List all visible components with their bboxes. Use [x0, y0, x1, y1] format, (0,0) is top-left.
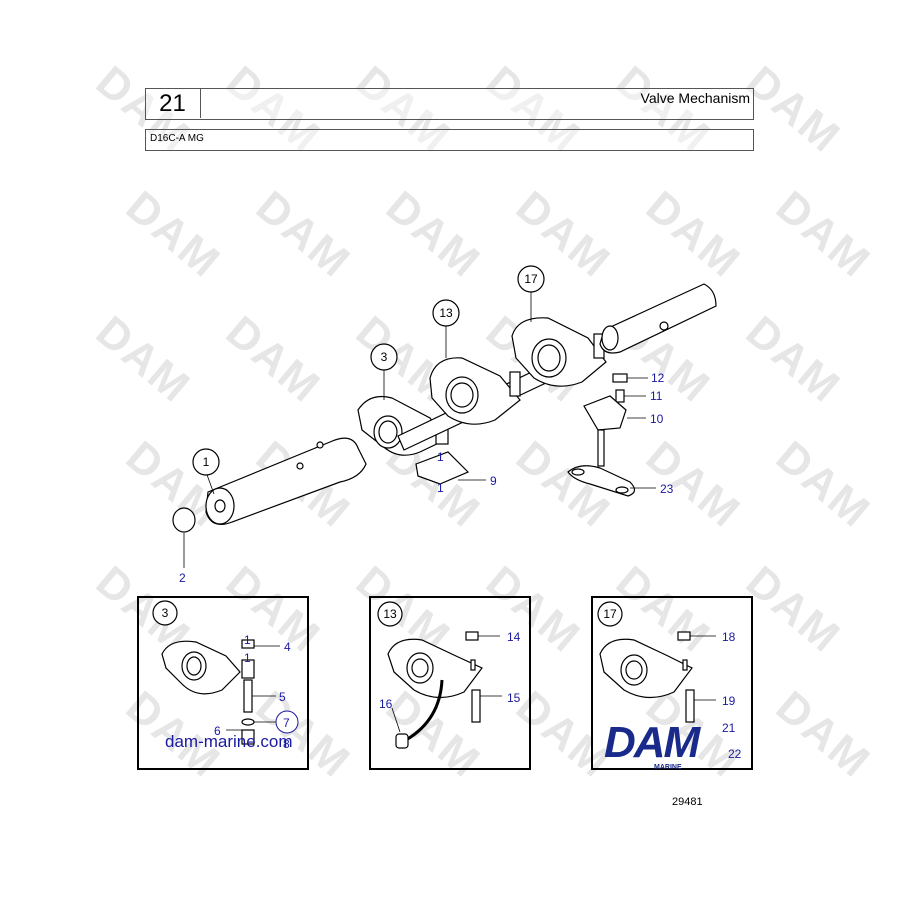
spacer-part-9 — [415, 451, 470, 485]
callout-1: 1 — [203, 455, 210, 469]
header-box — [145, 88, 754, 120]
callout-13: 13 — [439, 306, 453, 320]
rocker-shaft-left — [205, 437, 367, 525]
callout-4: 4 — [284, 640, 291, 654]
callout-14: 14 — [507, 630, 521, 644]
callout-9-ref-a: 1 — [437, 450, 444, 464]
callout-15: 15 — [507, 691, 521, 705]
logo-sub-text: MARINE — [654, 764, 682, 771]
detail-panel-17: 17 18 19 21 22 — [591, 596, 753, 770]
drawing-number: 29481 — [672, 796, 703, 808]
callout-circle-3 — [370, 343, 398, 371]
bracket-assembly — [583, 373, 628, 467]
callout-1-detail-b: 1 — [244, 651, 251, 665]
rocker-arm-17 — [511, 317, 607, 387]
callout-19: 19 — [722, 694, 736, 708]
callout-10: 10 — [650, 412, 664, 426]
callout-9: 9 — [490, 474, 497, 488]
callout-16: 16 — [379, 697, 393, 711]
callout-3: 3 — [381, 350, 388, 364]
model-code: D16C-A MG — [150, 133, 204, 144]
detail-panel-3: 3 7 4 5 6 8 1 1 — [137, 596, 309, 770]
callout-2: 2 — [179, 571, 186, 585]
callout-18: 18 — [722, 630, 736, 644]
callout-1-detail-a: 1 — [244, 633, 251, 647]
model-box — [145, 129, 754, 151]
callout-9-ref-b: 1 — [437, 481, 444, 495]
dam-marine-logo: DAM MARINE — [604, 718, 740, 776]
rocker-arm-13 — [429, 357, 521, 425]
callout-23: 23 — [660, 482, 674, 496]
section-title: Valve Mechanism — [640, 90, 750, 106]
callout-circle-13 — [432, 299, 460, 327]
callout-circle-17 — [517, 265, 545, 293]
callout-12: 12 — [651, 371, 665, 385]
callout-7: 7 — [283, 716, 290, 730]
callout-circle-1 — [192, 448, 220, 476]
rocker-shaft-right — [599, 283, 717, 354]
callout-22: 22 — [728, 747, 742, 761]
detail-17-ref: 17 — [603, 607, 617, 621]
detail-panel-13: 13 14 15 16 — [369, 596, 531, 770]
logo-main-text: DAM — [604, 718, 700, 767]
callout-21: 21 — [722, 721, 736, 735]
plug — [172, 507, 196, 533]
page-number-cell — [145, 88, 201, 118]
support-part-23 — [567, 465, 636, 497]
detail-3-ref: 3 — [162, 606, 169, 620]
page-number: 21 — [159, 90, 186, 117]
site-url: dam-marine.com — [165, 732, 293, 751]
callout-11: 11 — [650, 389, 663, 403]
callout-17: 17 — [524, 272, 538, 286]
detail-13-ref: 13 — [383, 607, 397, 621]
callout-8: 8 — [283, 737, 290, 751]
callout-5: 5 — [279, 690, 286, 704]
callout-6: 6 — [214, 724, 221, 738]
